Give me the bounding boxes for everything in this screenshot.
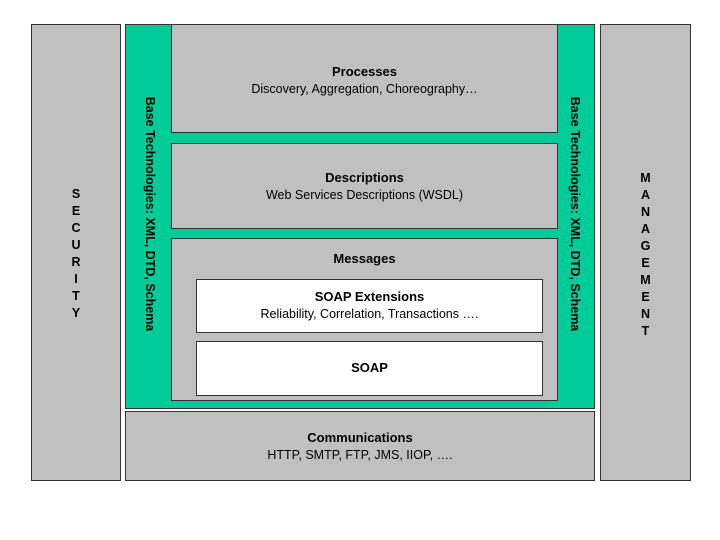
soap-extensions-title: SOAP Extensions bbox=[314, 289, 425, 304]
descriptions-layer: Descriptions Web Services Descriptions (… bbox=[171, 143, 558, 229]
security-letter: C bbox=[71, 221, 81, 235]
processes-layer: Processes Discovery, Aggregation, Choreo… bbox=[171, 24, 558, 133]
base-technologies-left-label: Base Technologies: XML, DTD, Schema bbox=[143, 96, 157, 332]
security-letter: S bbox=[71, 187, 81, 201]
soap-title: SOAP bbox=[351, 360, 388, 375]
base-technologies-right-label: Base Technologies: XML, DTD, Schema bbox=[568, 96, 582, 332]
communications-layer: Communications HTTP, SMTP, FTP, JMS, IIO… bbox=[125, 411, 595, 481]
security-letter: I bbox=[74, 272, 78, 286]
descriptions-title: Descriptions bbox=[325, 170, 404, 185]
management-letter: A bbox=[640, 222, 651, 236]
management-letter: E bbox=[641, 290, 650, 304]
management-letter: E bbox=[641, 256, 650, 270]
messages-title: Messages bbox=[333, 251, 396, 266]
security-letter: T bbox=[72, 289, 80, 303]
management-letter: A bbox=[640, 188, 651, 202]
communications-subtitle: HTTP, SMTP, FTP, JMS, IIOP, …. bbox=[267, 448, 453, 462]
management-letter: N bbox=[640, 205, 651, 219]
security-letter: Y bbox=[71, 306, 81, 320]
soap-extensions-layer: SOAP Extensions Reliability, Correlation… bbox=[196, 279, 543, 333]
soap-extensions-subtitle: Reliability, Correlation, Transactions …… bbox=[260, 307, 479, 321]
processes-subtitle: Discovery, Aggregation, Choreography… bbox=[251, 82, 478, 96]
security-letter: R bbox=[71, 255, 81, 269]
communications-title: Communications bbox=[307, 430, 413, 445]
security-letter: U bbox=[71, 238, 81, 252]
management-letter: N bbox=[640, 307, 651, 321]
processes-title: Processes bbox=[331, 64, 398, 79]
management-letter: M bbox=[640, 171, 651, 185]
security-letter: E bbox=[71, 204, 81, 218]
descriptions-subtitle: Web Services Descriptions (WSDL) bbox=[265, 188, 464, 202]
management-letter: G bbox=[640, 239, 651, 253]
management-letter: T bbox=[641, 324, 650, 338]
soap-layer: SOAP bbox=[196, 341, 543, 396]
management-letter: M bbox=[640, 273, 651, 287]
